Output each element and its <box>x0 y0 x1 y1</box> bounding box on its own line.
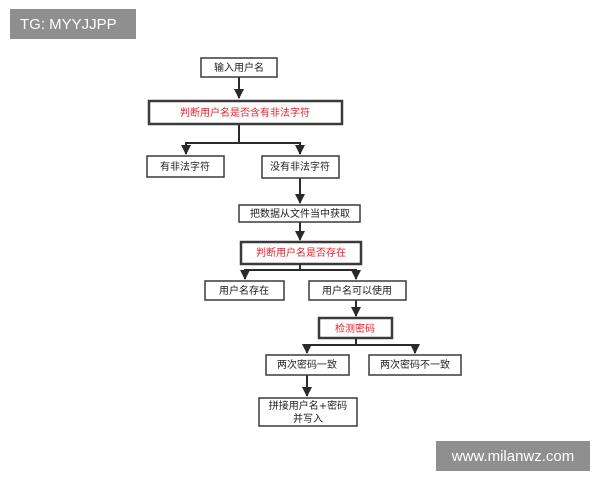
watermark-top: TG: MYYJJPP <box>10 9 136 39</box>
node-no-illegal-chars: 没有非法字符 <box>261 155 340 179</box>
edges <box>181 77 415 397</box>
node-check-illegal-chars-label: 判断用户名是否含有非法字符 <box>180 106 310 119</box>
node-check-password-label: 检测密码 <box>335 322 375 335</box>
node-has-illegal-chars: 有非法字符 <box>146 155 225 178</box>
node-check-password: 检测密码 <box>317 316 394 340</box>
node-username-available-label: 用户名可以使用 <box>322 284 392 297</box>
node-concat-write: 拼接用户名+密码 并写入 <box>258 397 358 427</box>
edge-password-branch <box>306 338 415 353</box>
node-passwords-mismatch-label: 两次密码不一致 <box>380 358 450 371</box>
node-check-username-exists: 判断用户名是否存在 <box>239 240 363 266</box>
node-concat-write-label-2: 并写入 <box>293 412 323 425</box>
edge-exists-branch <box>244 264 356 279</box>
node-username-available: 用户名可以使用 <box>308 280 407 301</box>
watermark-bottom: www.milanwz.com <box>436 441 590 471</box>
node-passwords-match: 两次密码一致 <box>265 354 350 376</box>
edge-check-branch <box>185 124 300 154</box>
node-passwords-match-label: 两次密码一致 <box>277 358 337 371</box>
node-username-exists-label: 用户名存在 <box>219 284 269 297</box>
node-load-from-file: 把数据从文件当中获取 <box>238 204 361 223</box>
node-has-illegal-chars-label: 有非法字符 <box>160 160 210 173</box>
node-username-exists: 用户名存在 <box>204 280 285 301</box>
node-check-username-exists-label: 判断用户名是否存在 <box>256 246 346 259</box>
node-passwords-mismatch: 两次密码不一致 <box>368 354 462 376</box>
node-input-username-label: 输入用户名 <box>214 61 264 74</box>
node-load-from-file-label: 把数据从文件当中获取 <box>250 207 350 220</box>
node-check-illegal-chars: 判断用户名是否含有非法字符 <box>147 99 344 126</box>
node-no-illegal-chars-label: 没有非法字符 <box>270 160 330 173</box>
node-concat-write-label-1: 拼接用户名+密码 <box>269 399 347 412</box>
node-input-username: 输入用户名 <box>200 57 278 78</box>
